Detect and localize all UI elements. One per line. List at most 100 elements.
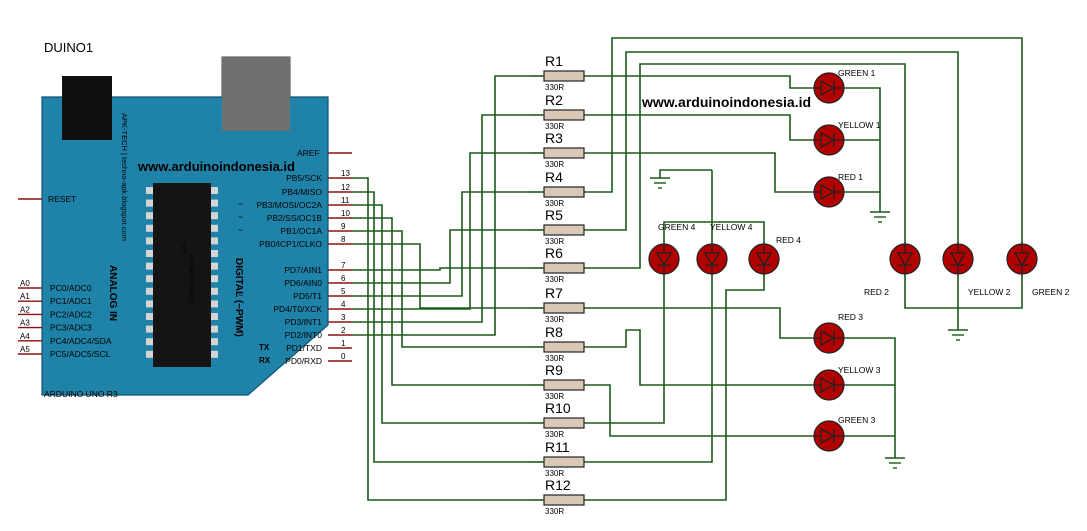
chip-pin (146, 250, 153, 257)
resistor-body (543, 302, 585, 314)
chip-pin (211, 262, 218, 270)
digital-pin-number: 10 (341, 209, 350, 218)
led-red-3: RED 3 (812, 312, 863, 354)
led-label: GREEN 2 (1032, 287, 1070, 297)
digital-pin-number: 3 (341, 313, 346, 322)
resistor-body (543, 417, 585, 429)
ground-symbols (650, 177, 968, 469)
reset-label: RESET (48, 194, 76, 204)
led-yellow-2: YELLOW 2 (942, 242, 1011, 297)
analog-pin-name: A5 (20, 345, 30, 354)
resistor-name: R2 (545, 92, 563, 108)
chip-pin (146, 350, 153, 358)
chip-pin (211, 313, 218, 320)
resistor-body (543, 109, 585, 121)
board-model: ARDUINO UNO R3 (44, 389, 118, 399)
digital-pin-number: 1 (341, 339, 346, 348)
led-yellow-1: YELLOW 1 (812, 120, 881, 156)
resistor-name: R4 (545, 169, 563, 185)
resistor-value: 330R (545, 275, 564, 284)
chip-code: 1121 (182, 241, 188, 255)
tx-label: TX (259, 343, 270, 352)
digital-pin-label: PD3/INT1 (285, 317, 323, 327)
power-jack-front (62, 76, 112, 140)
led-label: YELLOW 2 (968, 287, 1011, 297)
wires (352, 37, 1023, 501)
digital-pin-number: 9 (341, 222, 346, 231)
chip-pin (146, 224, 153, 232)
chip-pin (211, 350, 218, 358)
analog-pin-label: PC3/ADC3 (50, 323, 92, 333)
resistor-body (543, 224, 585, 236)
led-label: YELLOW 1 (838, 120, 881, 130)
rx-label: RX (259, 356, 271, 365)
chip-pin (146, 313, 153, 320)
chip-pin (146, 325, 153, 333)
chip-pin (146, 237, 153, 245)
pwm-tilde: ~ (238, 225, 243, 235)
resistor-name: R9 (545, 362, 563, 378)
led-label: RED 1 (838, 172, 863, 182)
chip-pins (146, 187, 218, 358)
chip-pin (146, 275, 153, 283)
led-label: RED 2 (864, 287, 889, 297)
board-ref: DUINO1 (44, 40, 93, 55)
led-label: RED 3 (838, 312, 863, 322)
resistor-body (543, 70, 585, 82)
analog-pin-label: PC2/ADC2 (50, 309, 92, 319)
digital-pin-number: 11 (341, 196, 350, 205)
chip-pin (211, 187, 218, 194)
ground-icon (650, 177, 670, 189)
digital-pin-label: PB5/SCK (286, 173, 322, 183)
resistor-name: R10 (545, 400, 571, 416)
ground-icon (948, 329, 968, 341)
board-side-text: APK-TECH | techno-apk.blogspot.com (120, 113, 129, 241)
resistor-name: R5 (545, 207, 563, 223)
analog-pin-name: A1 (20, 292, 30, 301)
digital-pin-number: 8 (341, 235, 346, 244)
resistor-body (543, 262, 585, 274)
led-label: YELLOW 4 (710, 222, 753, 232)
ground-icon (885, 457, 905, 469)
resistor-name: R1 (545, 53, 563, 69)
resistor-value: 330R (545, 430, 564, 439)
digital-label: DIGITAL (~PWM) (233, 258, 244, 337)
resistor-body (543, 456, 585, 468)
resistor-body (543, 379, 585, 391)
digital-pin-label: PB3/MOSI/OC2A (256, 200, 322, 210)
chip-pin (146, 212, 153, 220)
led-label: RED 4 (776, 235, 801, 245)
led-green-4: GREEN 4 (648, 222, 696, 276)
digital-pin-label: PD1/TXD (286, 343, 322, 353)
led-label: YELLOW 3 (838, 365, 881, 375)
resistor-body (543, 494, 585, 506)
analog-pin-label: PC1/ADC1 (50, 296, 92, 306)
digital-pin-number: 0 (341, 352, 346, 361)
pwm-tilde: ~ (238, 212, 243, 222)
analog-label: ANALOG IN (107, 265, 118, 321)
digital-pin-label: PD4/T0/XCK (273, 304, 322, 314)
led-green-1: GREEN 1 (812, 68, 876, 104)
digital-pin-number: 2 (341, 326, 346, 335)
analog-pin-label: PC4/ADC4/SDA (50, 336, 112, 346)
pwm-tilde: ~ (238, 290, 243, 300)
resistors: R1330RR2330RR3330RR4330RR5330RR6330RR733… (530, 53, 585, 516)
chip-pin (211, 300, 218, 308)
ground-icon (870, 211, 890, 223)
digital-pin-number: 13 (341, 169, 350, 178)
led-green-2: GREEN 2 (1006, 242, 1070, 297)
